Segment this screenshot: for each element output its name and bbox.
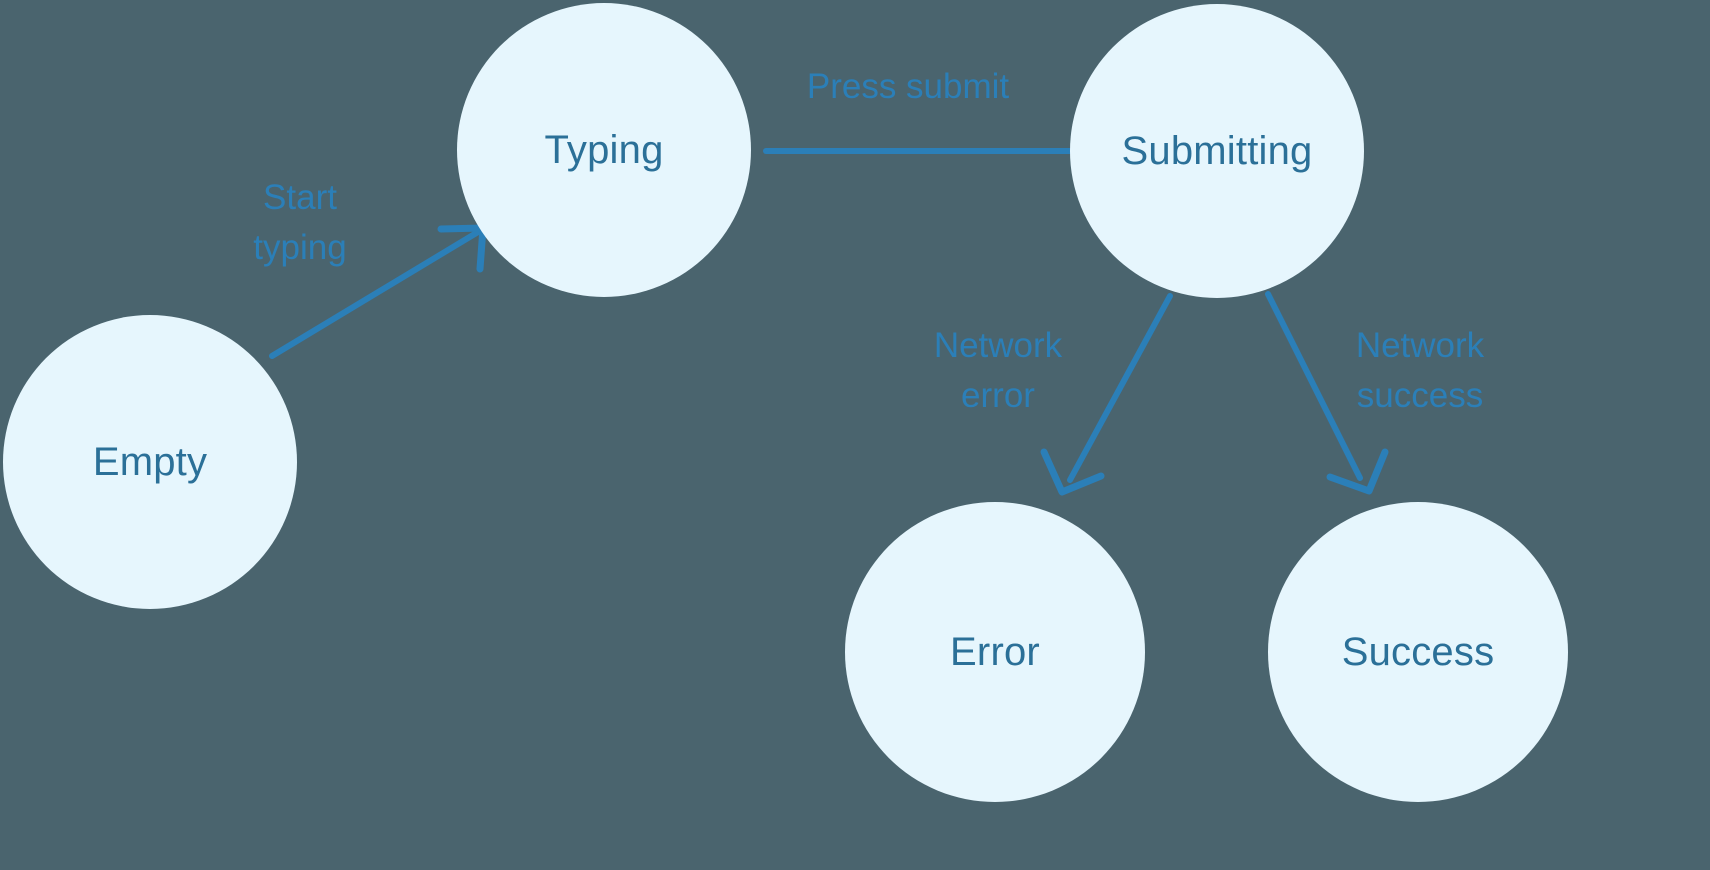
state-label-empty: Empty [92, 440, 208, 484]
state-node-empty[interactable]: Empty [3, 315, 297, 609]
state-label-submitting: Submitting [1121, 129, 1313, 173]
state-label-typing: Typing [544, 128, 664, 172]
state-label-success: Success [1341, 630, 1495, 674]
edge-label-network-error: Network error [933, 326, 1063, 415]
edge-label-start-typing: Start typing [253, 178, 347, 267]
edge-label-press-submit: Press submit [806, 67, 1010, 106]
state-node-error[interactable]: Error [845, 502, 1145, 802]
state-node-submitting[interactable]: Submitting [1070, 4, 1364, 298]
edge-label-network-success: Network success [1355, 326, 1485, 415]
state-node-success[interactable]: Success [1268, 502, 1568, 802]
state-label-error: Error [950, 630, 1040, 674]
state-node-typing[interactable]: Typing [457, 3, 751, 297]
